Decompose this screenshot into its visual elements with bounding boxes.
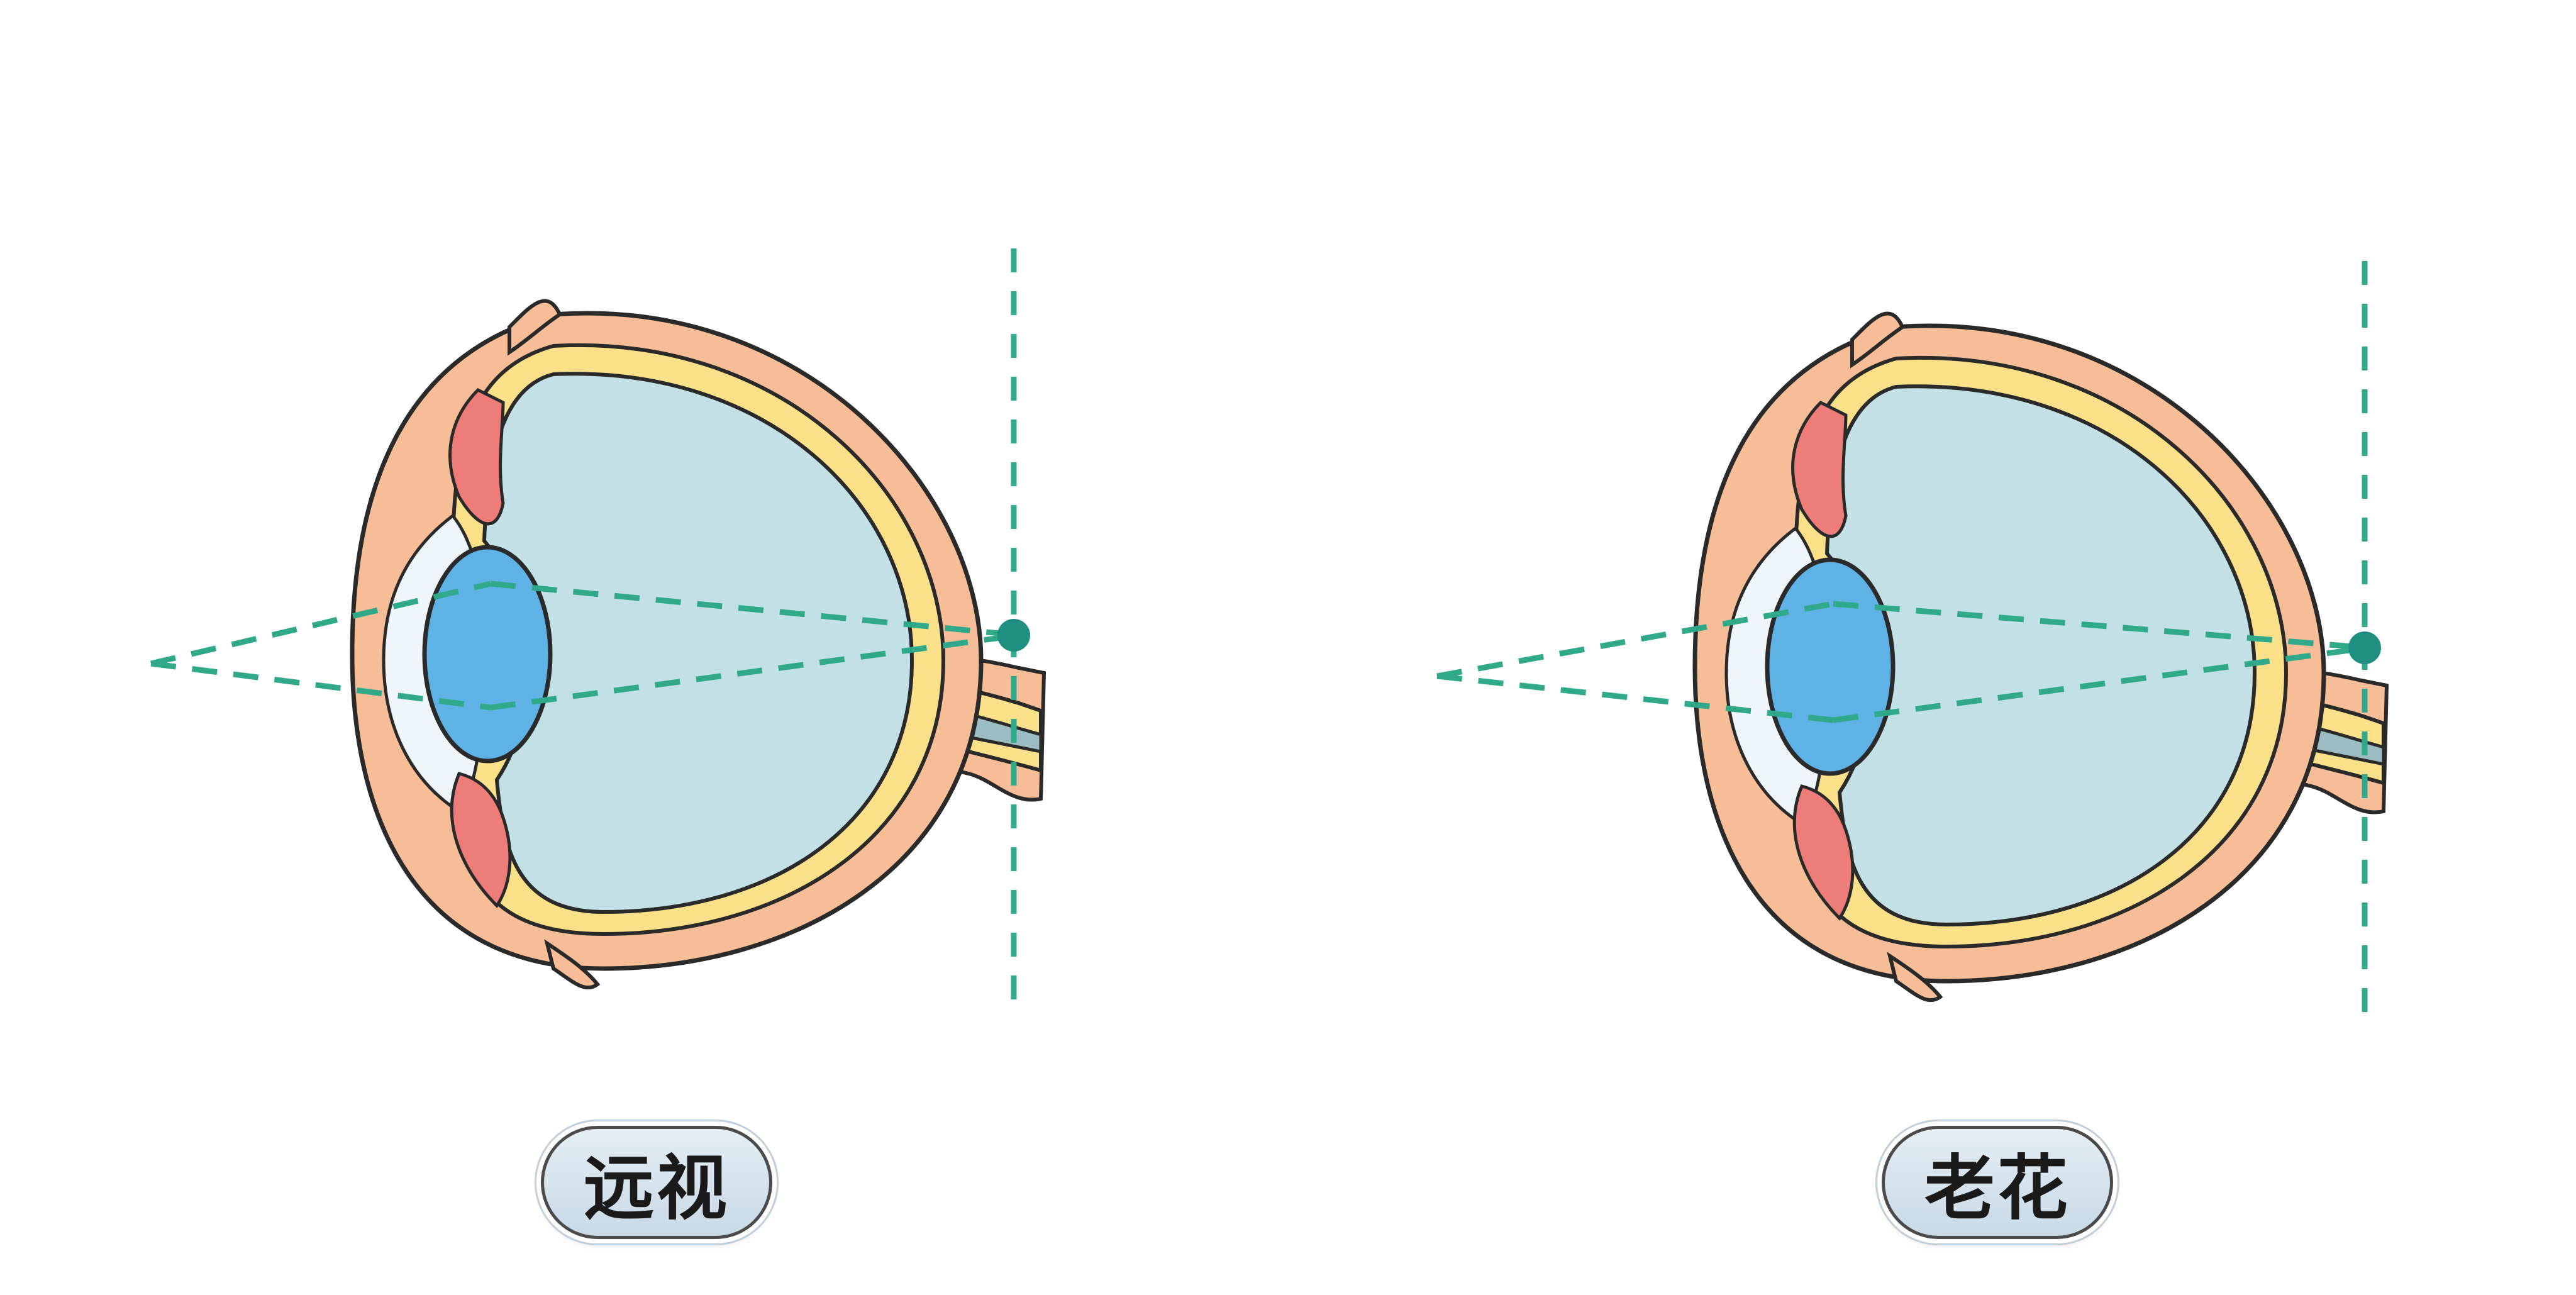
light-rays-left — [150, 581, 1019, 711]
focus-point-left — [997, 619, 1030, 652]
label-hyperopia: 远视 — [541, 1126, 772, 1239]
light-rays-right — [1436, 601, 2368, 723]
focus-point-right — [2348, 631, 2381, 664]
label-presbyopia: 老花 — [1882, 1126, 2113, 1239]
eye-right — [1436, 261, 2387, 1025]
eye-left-anatomy — [352, 301, 1044, 988]
eye-right-anatomy — [1695, 314, 2387, 1001]
eye-left — [150, 248, 1044, 1013]
